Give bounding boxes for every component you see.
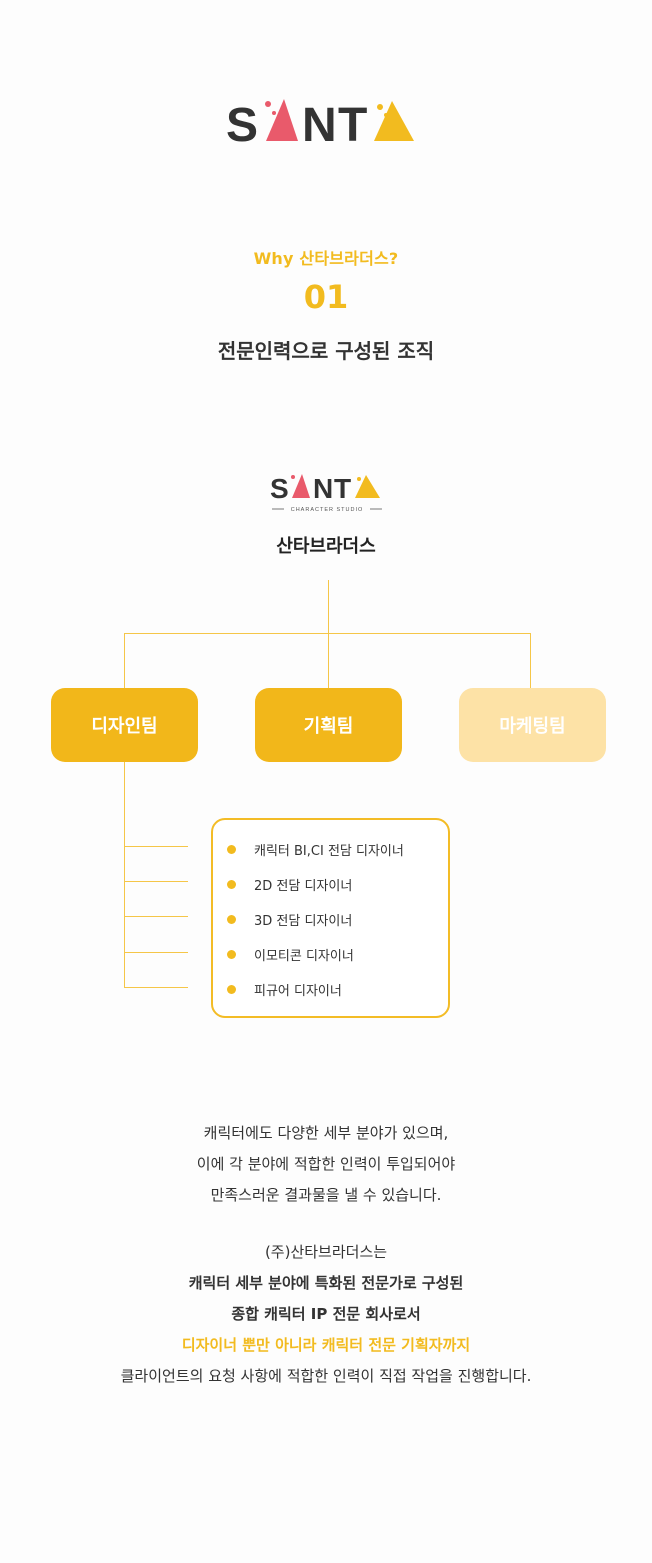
- design-branch-tick-1: [124, 846, 188, 847]
- role-item: 이모티콘 디자이너: [227, 945, 354, 964]
- role-item: 피규어 디자이너: [227, 980, 342, 999]
- bullet-dot-icon: [227, 880, 236, 889]
- design-branch-tick-3: [124, 916, 188, 917]
- description-paragraph-1: 캐릭터에도 다양한 세부 분야가 있으며, 이에 각 분야에 적합한 인력이 투…: [0, 1118, 652, 1211]
- role-label: 3D 전담 디자이너: [254, 914, 353, 929]
- design-branch-vertical: [124, 762, 125, 988]
- team-planning-label: 기획팀: [303, 716, 354, 737]
- logo-yellow-hat: [374, 101, 414, 141]
- team-marketing: 마케팅팀: [459, 688, 606, 762]
- design-branch-tick-2: [124, 881, 188, 882]
- logo-pink-dot: [291, 475, 295, 479]
- description-line: 캐릭터에도 다양한 세부 분야가 있으며,: [203, 1124, 449, 1142]
- team-design-label: 디자인팀: [91, 716, 158, 737]
- logo-letter-s: S: [226, 99, 258, 152]
- design-branch-tick-4: [124, 952, 188, 953]
- design-roles-box: 캐릭터 BI,CI 전담 디자이너 2D 전담 디자이너 3D 전담 디자이너 …: [211, 818, 450, 1018]
- logo-yellow-dot-small: [384, 113, 388, 117]
- logo-pink-hat: [266, 99, 298, 141]
- logo-letter-n: N: [302, 99, 337, 152]
- description-paragraph-2: (주)산타브라더스는 캐릭터 세부 분야에 특화된 전문가로 구성된 종합 캐릭…: [0, 1237, 652, 1392]
- role-item: 캐릭터 BI,CI 전담 디자이너: [227, 840, 404, 859]
- role-item: 2D 전담 디자이너: [227, 875, 352, 894]
- org-line-right: [530, 633, 531, 688]
- description-bold-line-1: 캐릭터 세부 분야에 특화된 전문가로 구성된: [188, 1274, 464, 1292]
- bullet-dot-icon: [227, 845, 236, 854]
- description-highlight-line: 디자이너 뿐만 아니라 캐릭터 전문 기획자까지: [181, 1336, 471, 1354]
- logo-yellow-hat: [355, 475, 380, 498]
- description-line: 만족스러운 결과물을 낼 수 있습니다.: [210, 1186, 442, 1204]
- description-line: 이에 각 분야에 적합한 인력이 투입되어야: [196, 1155, 456, 1173]
- logo-letter-n: N: [313, 473, 333, 504]
- bullet-dot-icon: [227, 985, 236, 994]
- logo-tagline: CHARACTER STUDIO: [291, 507, 364, 513]
- team-design: 디자인팀: [51, 688, 198, 762]
- org-line-trunk: [328, 580, 329, 688]
- logo-pink-dot: [265, 101, 271, 107]
- role-label: 이모티콘 디자이너: [254, 949, 354, 964]
- team-planning: 기획팀: [255, 688, 402, 762]
- intro-title: 전문인력으로 구성된 조직: [217, 339, 435, 363]
- role-label: 캐릭터 BI,CI 전담 디자이너: [254, 844, 404, 859]
- design-branch-tick-5: [124, 987, 188, 988]
- logo-letter-t: T: [338, 99, 367, 152]
- santa-logo: S N T: [226, 99, 414, 152]
- org-company-label: 산타브라더스: [276, 536, 376, 557]
- description-company-line: (주)산타브라더스는: [264, 1243, 388, 1261]
- logo-letter-s: S: [270, 473, 289, 504]
- role-label: 2D 전담 디자이너: [254, 879, 353, 894]
- description-bold-line-2: 종합 캐릭터 IP 전문 회사로서: [231, 1305, 421, 1323]
- role-label: 피규어 디자이너: [254, 984, 342, 999]
- intro-number: 01: [303, 278, 349, 316]
- santa-studio-logo: S N T CHARACTER STUDIO: [270, 473, 382, 513]
- intro-kicker: Why 산타브라더스?: [253, 249, 399, 268]
- logo-pink-hat: [292, 474, 310, 498]
- org-line-left: [124, 633, 125, 688]
- team-marketing-label: 마케팅팀: [499, 716, 566, 737]
- role-item: 3D 전담 디자이너: [227, 910, 352, 929]
- logo-yellow-dot: [357, 477, 361, 481]
- logo-letter-t: T: [334, 473, 351, 504]
- org-line-horizontal: [124, 633, 531, 634]
- bullet-dot-icon: [227, 915, 236, 924]
- logo-yellow-dot: [377, 104, 383, 110]
- logo-pink-dot-small: [272, 111, 276, 115]
- description-last-line: 클라이언트의 요청 사항에 적합한 인력이 직접 작업을 진행합니다.: [120, 1367, 532, 1385]
- bullet-dot-icon: [227, 950, 236, 959]
